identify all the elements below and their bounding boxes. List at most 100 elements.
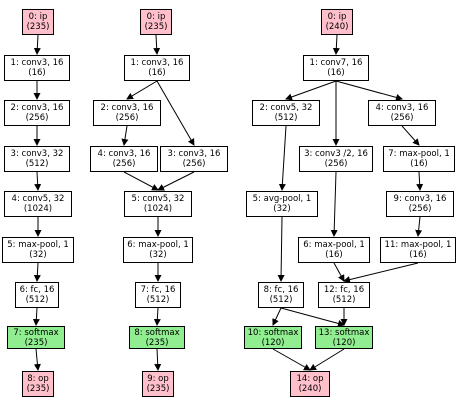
graph-3-node-0: 0: ip(240) — [321, 9, 353, 35]
node-size: (512) — [25, 159, 49, 169]
edge-g3n13-to-g3n14 — [309, 348, 345, 371]
node-label: 3: conv3 /2, 16 — [304, 149, 368, 159]
edge-g3n8-to-g3n13 — [280, 307, 345, 327]
edge-g2n1-to-g2n2 — [126, 80, 158, 100]
node-size: (512) — [332, 295, 356, 305]
node-size: (32) — [273, 204, 291, 214]
graph-3-node-13: 13: softmax(120) — [315, 326, 373, 349]
node-label: 8: op — [27, 374, 49, 384]
node-label: 1: conv7, 16 — [309, 58, 363, 68]
edge-g3n10-to-g3n14 — [272, 348, 311, 371]
graph-1-node-5: 5: max-pool, 1(32) — [2, 237, 74, 263]
node-size: (120) — [332, 337, 356, 348]
node-label: 7: fc, 16 — [140, 285, 176, 295]
edge-g2n8-to-g2n9 — [154, 348, 162, 371]
edge-g3n1-to-g3n2 — [285, 80, 337, 101]
graph-2-node-2: 2: conv3, 16(256) — [93, 100, 161, 126]
node-size: (256) — [115, 113, 139, 123]
node-label: 0: ip — [146, 12, 166, 22]
edge-g3n2-to-g3n5 — [278, 125, 287, 191]
node-label: 5: max-pool, 1 — [7, 240, 69, 250]
edge-g3n7-to-g3n9 — [416, 171, 424, 191]
node-label: 6: max-pool, 1 — [303, 240, 365, 250]
edge-g3n3-to-g3n6 — [330, 171, 338, 237]
graph-2-node-8: 8: softmax(235) — [129, 326, 185, 349]
graph-1-node-4: 4: conv5, 32(1024) — [4, 191, 72, 217]
node-label: 3: conv3, 16 — [167, 149, 221, 159]
graph-3-node-12: 12: fc, 16(512) — [318, 282, 370, 308]
graph-3-node-10: 10: softmax(120) — [244, 326, 302, 349]
edge-g3n11-to-g3n12 — [343, 262, 419, 283]
node-size: (16) — [327, 68, 345, 78]
node-label: 8: softmax — [134, 327, 180, 338]
edge-g3n9-to-g3n11 — [415, 216, 423, 237]
edge-g2n4-to-g2n5 — [123, 171, 159, 191]
edge-g2n1-to-g2n3 — [156, 80, 195, 146]
node-label: 5: conv5, 32 — [131, 194, 185, 204]
node-size: (235) — [24, 337, 48, 348]
node-label: 13: softmax — [318, 327, 370, 338]
node-size: (256) — [25, 113, 49, 123]
node-size: (235) — [26, 384, 50, 394]
node-size: (256) — [182, 159, 206, 169]
edge-g1n5-to-g1n6 — [33, 262, 41, 282]
graph-3-node-3: 3: conv3 /2, 16(256) — [299, 146, 373, 172]
node-label: 4: conv3, 16 — [375, 103, 429, 113]
node-size: (16) — [409, 250, 427, 260]
graph-3-node-4: 4: conv3, 16(256) — [368, 100, 436, 126]
graph-1-node-3: 3: conv3, 32(512) — [4, 146, 70, 172]
node-label: 11: max-pool, 1 — [384, 240, 452, 250]
node-label: 10: softmax — [247, 327, 299, 338]
edge-g3n8-to-g3n10 — [272, 307, 282, 326]
edge-g2n7-to-g2n8 — [153, 307, 161, 326]
node-size: (16) — [28, 68, 46, 78]
node-label: 7: softmax — [13, 327, 59, 338]
node-size: (32) — [149, 250, 167, 260]
graph-3-node-7: 7: max-pool, 1(16) — [383, 146, 455, 172]
graph-2-node-5: 5: conv5, 32(1024) — [124, 191, 192, 217]
node-label: 1: conv3, 16 — [130, 58, 184, 68]
graph-1-node-7: 7: softmax(235) — [7, 326, 65, 349]
graph-1-node-8: 8: op(235) — [22, 371, 54, 397]
graph-1-node-1: 1: conv3, 16(16) — [4, 55, 70, 81]
graph-2-node-0: 0: ip(235) — [140, 9, 172, 35]
node-size: (235) — [26, 22, 50, 32]
node-size: (240) — [298, 384, 322, 394]
node-size: (512) — [25, 295, 49, 305]
node-label: 6: fc, 16 — [19, 285, 55, 295]
graph-2-node-4: 4: conv3, 16(256) — [90, 146, 158, 172]
graph-3-node-14: 14: op(240) — [290, 371, 330, 397]
node-size: (512) — [146, 295, 170, 305]
node-size: (256) — [408, 204, 432, 214]
graph-2-node-9: 9: op(235) — [142, 371, 174, 397]
graph-2-node-1: 1: conv3, 16(16) — [124, 55, 190, 81]
edge-g2n2-to-g2n4 — [121, 125, 129, 146]
graph-3-node-9: 9: conv3, 16(256) — [386, 191, 454, 217]
node-label: 1: conv3, 16 — [10, 58, 64, 68]
graph-3-node-5: 5: avg-pool, 1(32) — [246, 191, 318, 217]
graph-3-node-1: 1: conv7, 16(16) — [303, 55, 369, 81]
edge-g3n1-to-g3n4 — [335, 80, 403, 101]
graph-3-node-6: 6: max-pool, 1(16) — [298, 237, 370, 263]
node-size: (120) — [261, 337, 285, 348]
node-size: (256) — [112, 159, 136, 169]
graph-2-node-7: 7: fc, 16(512) — [135, 282, 181, 308]
node-size: (256) — [390, 113, 414, 123]
edge-g2n3-to-g2n5 — [157, 171, 195, 191]
graph-2-node-3: 3: conv3, 16(256) — [160, 146, 228, 172]
node-size: (235) — [146, 384, 170, 394]
node-size: (240) — [325, 22, 349, 32]
node-label: 4: conv5, 32 — [11, 194, 65, 204]
edge-g1n6-to-g1n7 — [32, 307, 40, 326]
node-size: (512) — [274, 113, 298, 123]
edge-g3n0-to-g3n1 — [332, 34, 340, 55]
node-label: 2: conv3, 16 — [100, 103, 154, 113]
node-label: 7: max-pool, 1 — [388, 149, 450, 159]
graph-3-node-8: 8: fc, 16(512) — [258, 282, 304, 308]
node-size: (256) — [324, 159, 348, 169]
node-label: 12: fc, 16 — [323, 285, 365, 295]
node-size: (1024) — [23, 204, 53, 214]
graph-2-node-6: 6: max-pool, 1(32) — [123, 237, 193, 263]
node-label: 4: conv3, 16 — [97, 149, 151, 159]
